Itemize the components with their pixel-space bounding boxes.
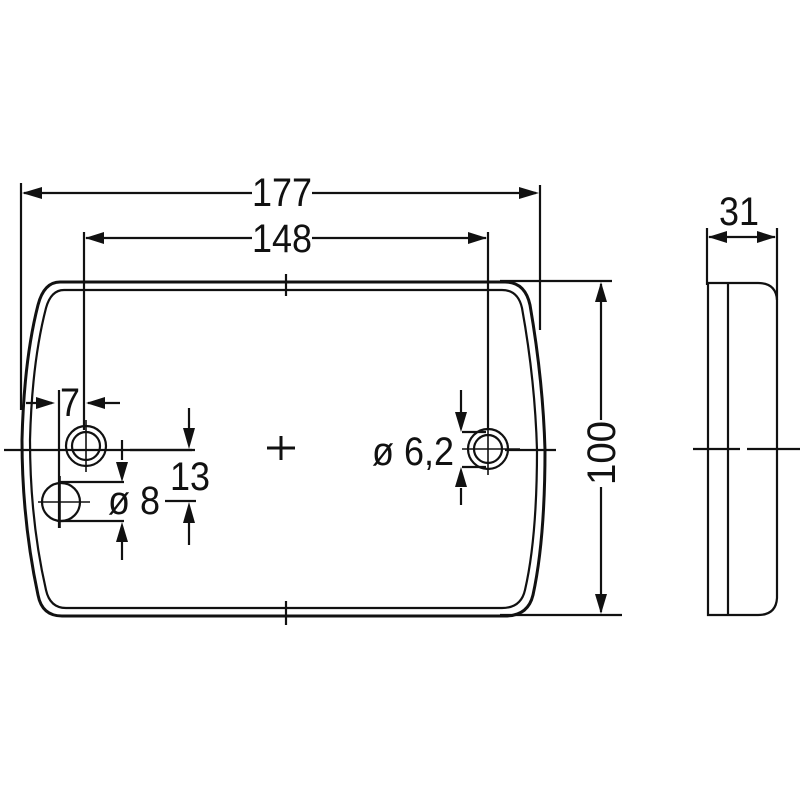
- dimension-148: 148: [85, 217, 487, 261]
- housing-outline-inner: [28, 288, 539, 610]
- dimension-dia-6-2: ø 6,2: [372, 390, 486, 505]
- dimension-dia-6-2-label: ø 6,2: [372, 430, 454, 474]
- dimension-177: 177: [22, 171, 539, 215]
- side-profile-outline: [706, 281, 779, 617]
- dimension-177-label: 177: [252, 171, 312, 215]
- dimension-13-label: 13: [170, 455, 210, 499]
- dimension-dia-8-label: ø 8: [108, 479, 160, 523]
- dimension-31: 31: [705, 190, 779, 300]
- dimension-100: 100: [500, 279, 624, 617]
- dimension-31-label: 31: [719, 190, 759, 234]
- dimension-148-label: 148: [252, 217, 312, 261]
- dimension-100-label: 100: [580, 421, 624, 485]
- center-mark-icon: [267, 436, 295, 460]
- mount-hole-left: [64, 420, 108, 472]
- dimension-dia-8: ø 8: [60, 440, 160, 560]
- dimension-7-label: 7: [60, 381, 80, 425]
- front-view: 177 148 7 13: [4, 171, 624, 625]
- side-view: 31: [693, 190, 800, 617]
- dimension-13: 13: [130, 408, 210, 545]
- dimension-7: 7: [26, 381, 120, 528]
